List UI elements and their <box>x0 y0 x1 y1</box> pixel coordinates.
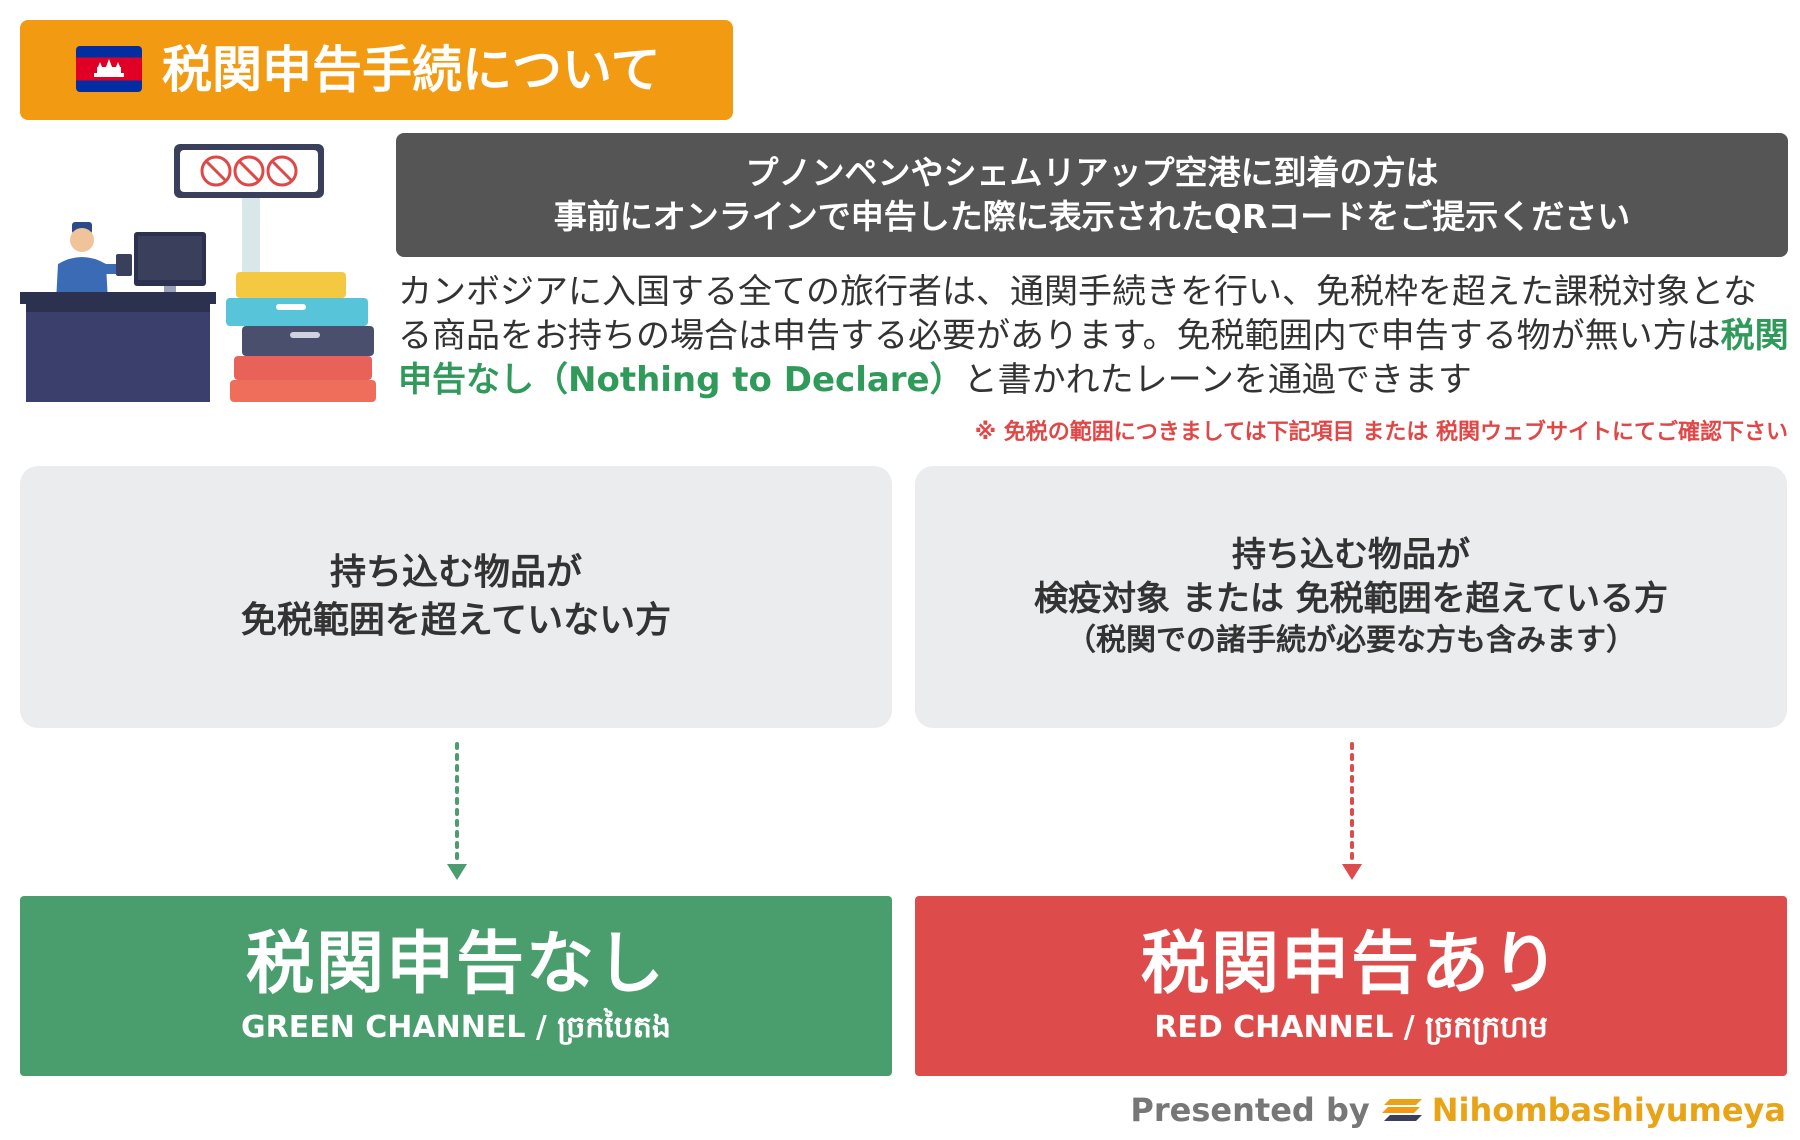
description-text-end: と書かれたレーンを通過できます <box>963 360 1472 400</box>
condition-right-line1: 持ち込む物品が <box>1232 535 1470 575</box>
footer-presented-by: Presented by <box>1130 1091 1370 1129</box>
footer-brand-name: Nihombashiyumeya <box>1431 1091 1786 1129</box>
arrow-down-green-icon <box>445 742 469 882</box>
red-channel-title: 税関申告あり <box>1140 925 1561 1004</box>
description-paragraph: カンボジアに入国する全ての旅行者は、通関手続きを行い、免税枠を超えた課税対象とな… <box>398 270 1790 402</box>
green-channel-subtitle: GREEN CHANNEL / ច្រកបៃតង <box>241 1010 671 1045</box>
cambodia-flag-icon <box>76 46 142 92</box>
qr-notice-banner: プノンペンやシェムリアップ空港に到着の方は 事前にオンラインで申告した際に表示さ… <box>396 133 1788 257</box>
condition-left-line2: 免税範囲を超えていない方 <box>240 600 672 641</box>
nothing-to-declare-highlight: 税関申告なし（Nothing to Declare） <box>398 316 1789 400</box>
duty-free-note: ※ 免税の範囲につきましては下記項目 または 税関ウェブサイトにてご確認下さい <box>974 420 1788 445</box>
nihombashiyumeya-logo-icon <box>1381 1095 1424 1125</box>
condition-right-line3: （税関での諸手続が必要な方も含みます） <box>1066 623 1636 658</box>
condition-box-within-limit: 持ち込む物品が 免税範囲を超えていない方 <box>20 466 892 728</box>
prohibited-items-sign-icon <box>174 144 324 198</box>
qr-notice-line1: プノンペンやシェムリアップ空港に到着の方は <box>745 153 1439 192</box>
title-banner: 税関申告手続について <box>20 20 733 120</box>
red-channel-subtitle: RED CHANNEL / ច្រកក្រហម <box>1154 1010 1548 1045</box>
condition-box-over-limit: 持ち込む物品が 検疫対象 または 免税範囲を超えている方 （税関での諸手続が必要… <box>915 466 1787 728</box>
footer-credit: Presented by Nihombashiyumeya <box>1130 1090 1786 1130</box>
green-channel-box: 税関申告なし GREEN CHANNEL / ច្រកបៃតង <box>20 896 892 1076</box>
description-text: カンボジアに入国する全ての旅行者は、通関手続きを行い、免税枠を超えた課税対象とな… <box>398 272 1757 356</box>
condition-right-line2: 検疫対象 または 免税範囲を超えている方 <box>1034 579 1668 619</box>
customs-illustration <box>20 142 376 402</box>
arrow-down-red-icon <box>1340 742 1364 882</box>
condition-left-line1: 持ち込む物品が <box>329 552 582 593</box>
qr-notice-line2: 事前にオンラインで申告した際に表示されたQRコードをご提示ください <box>553 197 1631 236</box>
red-channel-box: 税関申告あり RED CHANNEL / ច្រកក្រហម <box>915 896 1787 1076</box>
green-channel-title: 税関申告なし <box>245 925 666 1004</box>
page-title: 税関申告手続について <box>162 41 661 99</box>
